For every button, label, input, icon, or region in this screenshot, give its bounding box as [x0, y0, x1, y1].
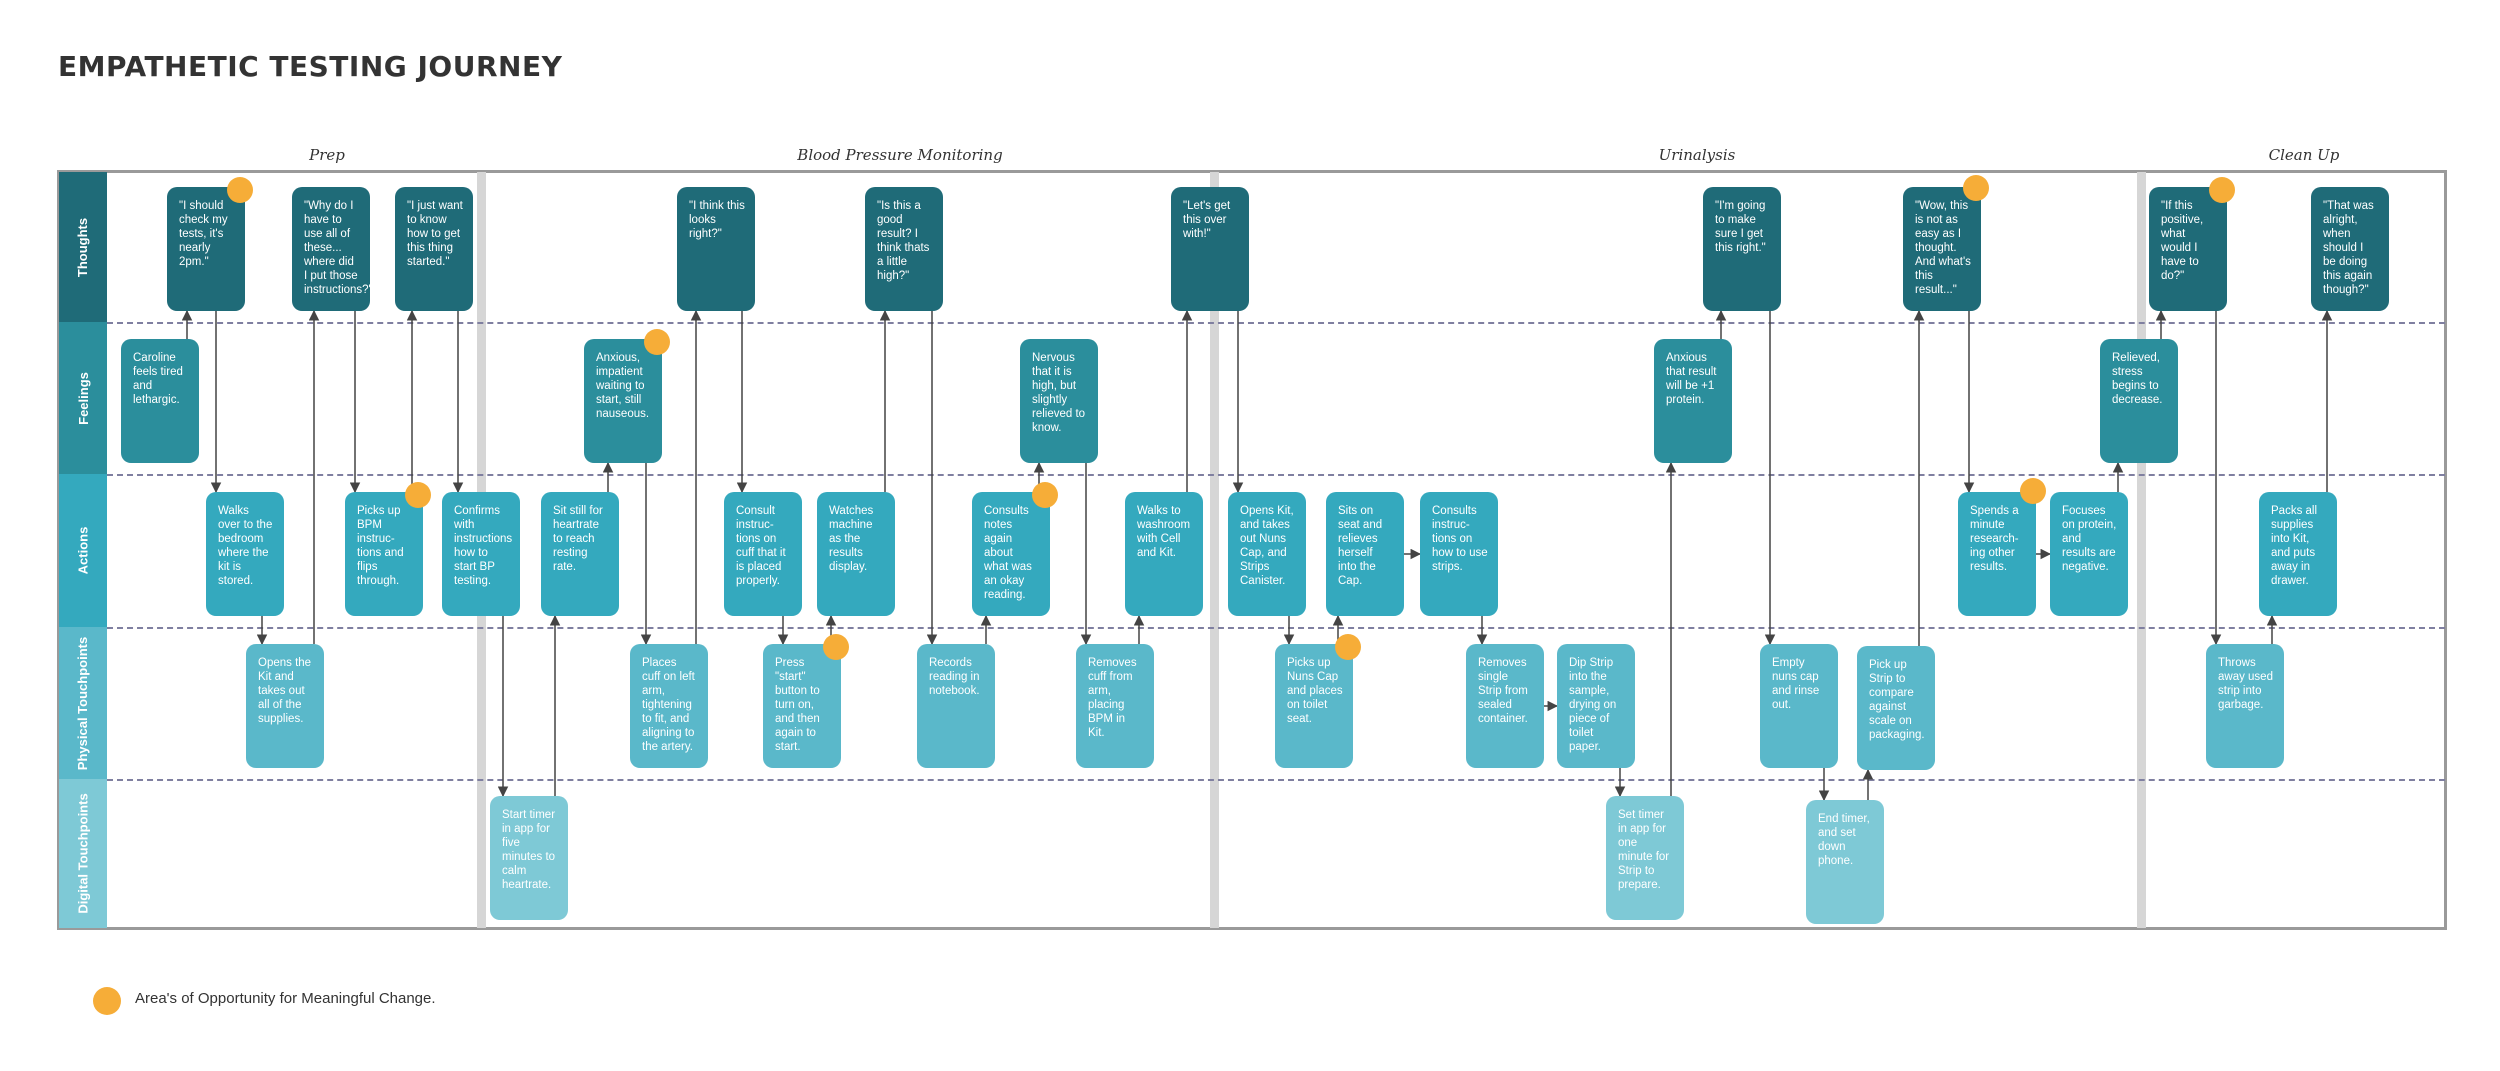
lane-actions: Actions — [59, 474, 107, 627]
feeling-card: Anxious that result will be +1 protein. — [1654, 339, 1732, 463]
thought-card: "If this positive, what would I have to … — [2149, 187, 2227, 311]
phase-prep: Prep — [309, 146, 345, 164]
phase-urinalysis: Urinalysis — [1658, 146, 1736, 164]
opportunity-marker — [1963, 175, 1989, 201]
action-card: Sit still for heartrate to reach resting… — [541, 492, 619, 616]
action-card: Watches machine as the results display. — [817, 492, 895, 616]
digital-card: Start timer in app for five minutes to c… — [490, 796, 568, 920]
thought-card: "I think this looks right?" — [677, 187, 755, 311]
thought-card: "That was alright, when should I be doin… — [2311, 187, 2389, 311]
thought-card: "Is this a good result? I think thats a … — [865, 187, 943, 311]
physical-card: Empty nuns cap and rinse out. — [1760, 644, 1838, 768]
action-card: Spends a minute research-ing other resul… — [1958, 492, 2036, 616]
opportunity-marker — [405, 482, 431, 508]
lane-divider — [107, 474, 2445, 476]
phase-clean-up: Clean Up — [2268, 146, 2340, 164]
action-card: Packs all supplies into Kit, and puts aw… — [2259, 492, 2337, 616]
phase-blood-pressure: Blood Pressure Monitoring — [797, 146, 1003, 164]
lane-digital-touchpoints: Digital Touchpoints — [59, 779, 107, 928]
action-card: Walks to washroom with Cell and Kit. — [1125, 492, 1203, 616]
legend-label: Area's of Opportunity for Meaningful Cha… — [135, 990, 436, 1007]
journey-frame — [57, 170, 2447, 930]
physical-card: Places cuff on left arm, tightening to f… — [630, 644, 708, 768]
thought-card: "Why do I have to use all of these... wh… — [292, 187, 370, 311]
opportunity-marker — [644, 329, 670, 355]
action-card: Picks up BPM instruc-tions and flips thr… — [345, 492, 423, 616]
action-card: Focuses on protein, and results are nega… — [2050, 492, 2128, 616]
physical-card: Picks up Nuns Cap and places on toilet s… — [1275, 644, 1353, 768]
action-card: Opens Kit, and takes out Nuns Cap, and S… — [1228, 492, 1306, 616]
physical-card: Throws away used strip into garbage. — [2206, 644, 2284, 768]
physical-card: Opens the Kit and takes out all of the s… — [246, 644, 324, 768]
digital-card: Set timer in app for one minute for Stri… — [1606, 796, 1684, 920]
lane-divider — [107, 779, 2445, 781]
opportunity-legend-icon — [93, 987, 121, 1015]
opportunity-marker — [1032, 482, 1058, 508]
opportunity-marker — [2020, 478, 2046, 504]
physical-card: Pick up Strip to compare against scale o… — [1857, 646, 1935, 770]
action-card: Walks over to the bedroom where the kit … — [206, 492, 284, 616]
physical-card: Removes cuff from arm, placing BPM in Ki… — [1076, 644, 1154, 768]
action-card: Confirms with instructions how to start … — [442, 492, 520, 616]
phase-separator — [2137, 172, 2146, 928]
physical-card: Records reading in notebook. — [917, 644, 995, 768]
feeling-card: Anxious, impatient waiting to start, sti… — [584, 339, 662, 463]
action-card: Sits on seat and relieves herself into t… — [1326, 492, 1404, 616]
opportunity-marker — [1335, 634, 1361, 660]
feeling-card: Nervous that it is high, but slightly re… — [1020, 339, 1098, 463]
action-card: Consults instruc-tions on how to use str… — [1420, 492, 1498, 616]
thought-card: "Wow, this is not as easy as I thought. … — [1903, 187, 1981, 311]
digital-card: End timer, and set down phone. — [1806, 800, 1884, 924]
lane-physical-touchpoints: Physical Touchpoints — [59, 627, 107, 779]
physical-card: Removes single Strip from sealed contain… — [1466, 644, 1544, 768]
lane-feelings: Feelings — [59, 322, 107, 474]
opportunity-marker — [2209, 177, 2235, 203]
page-title: EMPATHETIC TESTING JOURNEY — [58, 50, 563, 83]
physical-card: Dip Strip into the sample, drying on pie… — [1557, 644, 1635, 768]
physical-card: Press "start" button to turn on, and the… — [763, 644, 841, 768]
action-card: Consults notes again about what was an o… — [972, 492, 1050, 616]
lane-thoughts: Thoughts — [59, 172, 107, 322]
thought-card: "I should check my tests, it's nearly 2p… — [167, 187, 245, 311]
lane-divider — [107, 322, 2445, 324]
phase-separator — [1210, 172, 1219, 928]
opportunity-marker — [227, 177, 253, 203]
opportunity-marker — [823, 634, 849, 660]
lane-divider — [107, 627, 2445, 629]
feeling-card: Caroline feels tired and lethargic. — [121, 339, 199, 463]
thought-card: "Let's get this over with!" — [1171, 187, 1249, 311]
action-card: Consult instruc-tions on cuff that it is… — [724, 492, 802, 616]
feeling-card: Relieved, stress begins to decrease. — [2100, 339, 2178, 463]
thought-card: "I just want to know how to get this thi… — [395, 187, 473, 311]
thought-card: "I'm going to make sure I get this right… — [1703, 187, 1781, 311]
